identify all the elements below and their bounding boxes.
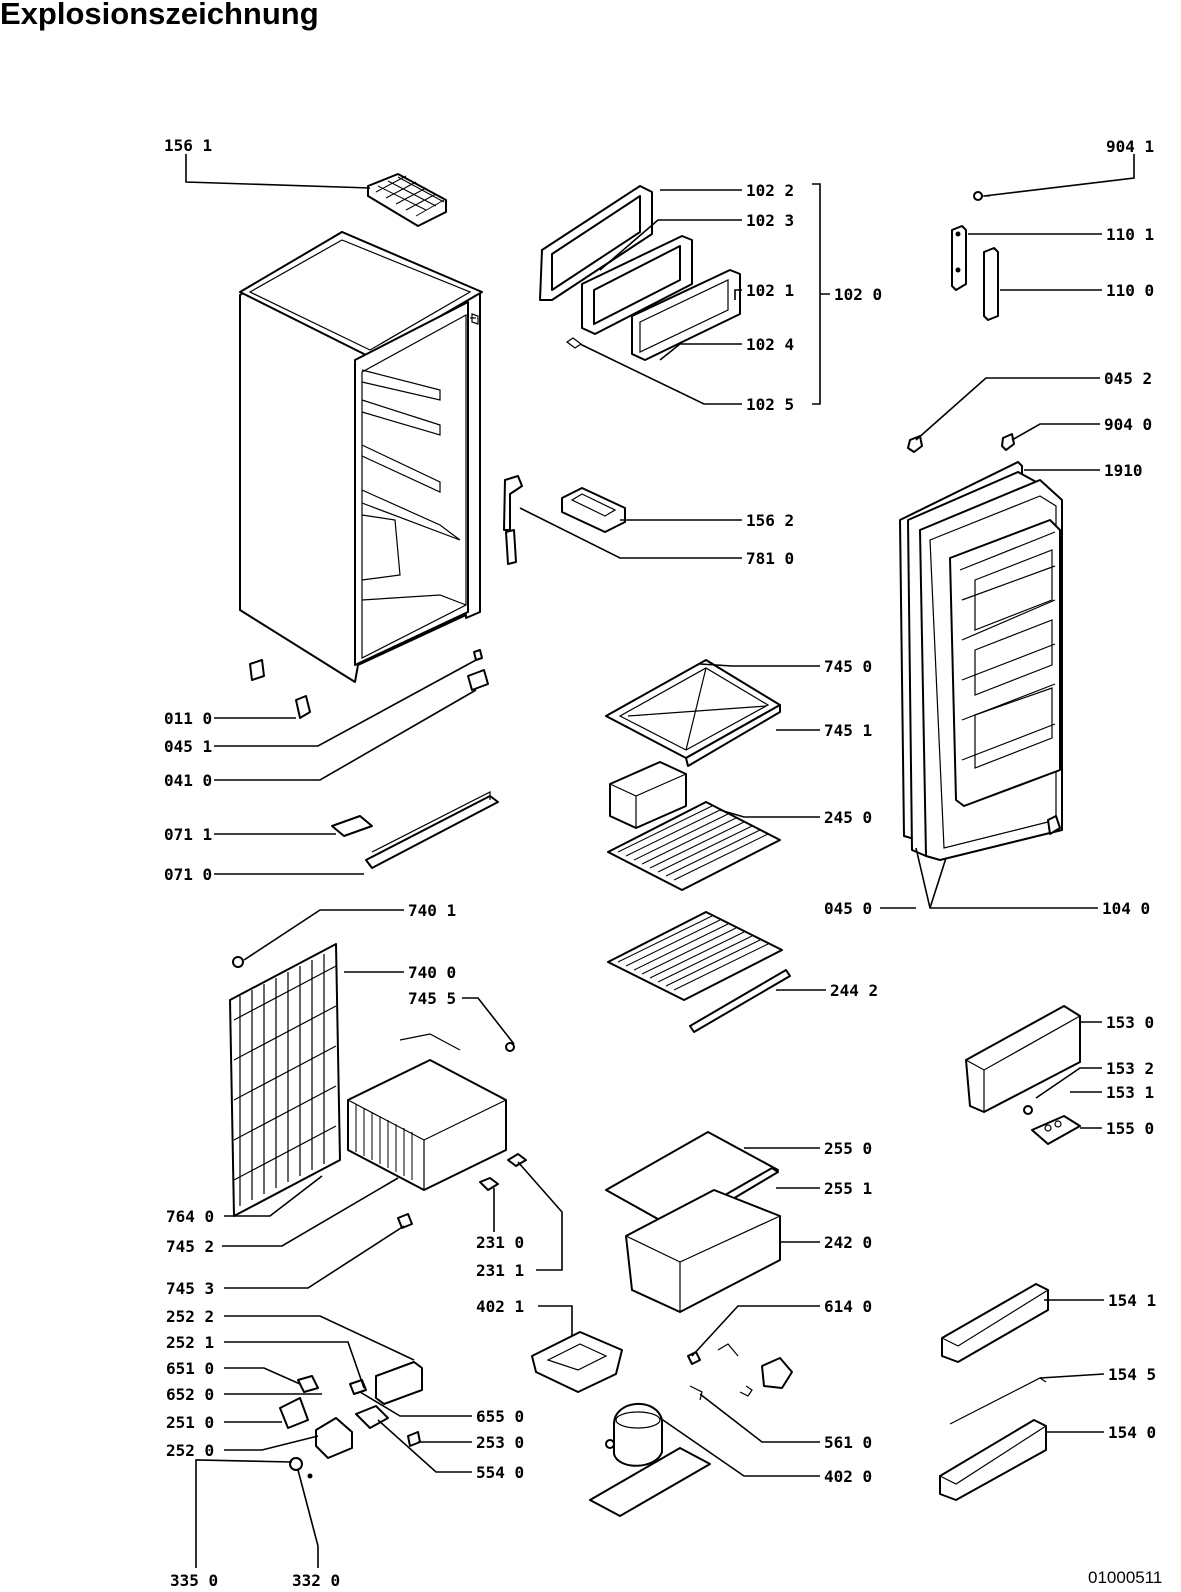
thermostat-parts xyxy=(397,1153,527,1229)
part-label: 153 2 xyxy=(1106,1059,1154,1078)
part-label: 904 1 xyxy=(1106,137,1154,156)
part-label: 740 0 xyxy=(408,963,456,982)
part-label: 153 0 xyxy=(1106,1013,1154,1032)
part-label: 745 3 xyxy=(166,1279,214,1298)
relay-parts xyxy=(687,1343,793,1401)
door-bins xyxy=(939,1005,1081,1501)
part-label: 651 0 xyxy=(166,1359,214,1378)
drip-tray xyxy=(531,1331,623,1393)
part-label: 253 0 xyxy=(476,1433,524,1452)
part-label: 045 2 xyxy=(1104,369,1152,388)
part-label: 154 1 xyxy=(1108,1291,1156,1310)
part-label: 335 0 xyxy=(170,1571,218,1590)
part-label: 764 0 xyxy=(166,1207,214,1226)
part-label: 156 2 xyxy=(746,511,794,530)
cabinet-body xyxy=(239,231,483,683)
part-label: 252 0 xyxy=(166,1441,214,1460)
condenser-coil xyxy=(229,943,341,1217)
small-fittings xyxy=(249,649,489,719)
part-label: 745 1 xyxy=(824,721,872,740)
part-label: 155 0 xyxy=(1106,1119,1154,1138)
compressor xyxy=(589,1403,711,1517)
part-label: 041 0 xyxy=(164,771,212,790)
part-label: 242 0 xyxy=(824,1233,872,1252)
part-label: 745 5 xyxy=(408,989,456,1008)
glass-shelf xyxy=(605,659,781,767)
back-rail xyxy=(331,791,499,869)
wire-shelves xyxy=(607,801,791,1033)
part-label: 252 1 xyxy=(166,1333,214,1352)
hinge-parts xyxy=(951,191,999,321)
freezer-door-assembly xyxy=(539,185,741,361)
part-label: 231 0 xyxy=(476,1233,524,1252)
part-label: 251 0 xyxy=(166,1413,214,1432)
part-label: 102 3 xyxy=(746,211,794,230)
part-label: 252 2 xyxy=(166,1307,214,1326)
leader-lines xyxy=(185,154,1135,1568)
part-label: 740 1 xyxy=(408,901,456,920)
part-label: 614 0 xyxy=(824,1297,872,1316)
part-label: 904 0 xyxy=(1104,415,1152,434)
part-label: 332 0 xyxy=(292,1571,340,1590)
part-label: 255 1 xyxy=(824,1179,872,1198)
part-label: 1910 xyxy=(1104,461,1143,480)
part-label: 110 1 xyxy=(1106,225,1154,244)
ice-cube-tray xyxy=(367,173,447,227)
part-label: 071 0 xyxy=(164,865,212,884)
part-label: 652 0 xyxy=(166,1385,214,1404)
part-label: 102 4 xyxy=(746,335,794,354)
part-label: 255 0 xyxy=(824,1139,872,1158)
evaporator-unit xyxy=(347,1033,515,1191)
part-label: 045 1 xyxy=(164,737,212,756)
part-label: 231 1 xyxy=(476,1261,524,1280)
door-clips xyxy=(907,433,1015,453)
part-label: 045 0 xyxy=(824,899,872,918)
small-storage-box xyxy=(609,761,687,829)
part-label: 102 1 xyxy=(746,281,794,300)
part-label: 156 1 xyxy=(164,136,212,155)
vegetable-crisper xyxy=(605,1131,781,1313)
part-label: 154 0 xyxy=(1108,1423,1156,1442)
part-labels: 156 1 102 2 102 3 102 1 102 4 102 5 102 … xyxy=(164,136,1156,1590)
part-label: 102 2 xyxy=(746,181,794,200)
part-label: 402 1 xyxy=(476,1297,524,1316)
egg-tray-and-light-switch xyxy=(503,475,626,565)
part-label: 745 2 xyxy=(166,1237,214,1256)
part-label: 781 0 xyxy=(746,549,794,568)
part-label: 402 0 xyxy=(824,1467,872,1486)
part-label: 071 1 xyxy=(164,825,212,844)
part-label: 110 0 xyxy=(1106,281,1154,300)
page-title: Explosionszeichnung xyxy=(0,0,319,31)
part-label: 102 5 xyxy=(746,395,794,414)
part-label: 655 0 xyxy=(476,1407,524,1426)
electrical-parts xyxy=(279,1361,423,1479)
part-label: 153 1 xyxy=(1106,1083,1154,1102)
refrigerator-door xyxy=(899,461,1063,861)
part-label: 011 0 xyxy=(164,709,212,728)
part-label: 245 0 xyxy=(824,808,872,827)
document-id: 01000511 xyxy=(1088,1568,1163,1587)
part-label: 745 0 xyxy=(824,657,872,676)
part-label: 244 2 xyxy=(830,981,878,1000)
part-label: 104 0 xyxy=(1102,899,1150,918)
part-label: 554 0 xyxy=(476,1463,524,1482)
part-label: 561 0 xyxy=(824,1433,872,1452)
part-label: 102 0 xyxy=(834,285,882,304)
part-label: 154 5 xyxy=(1108,1365,1156,1384)
